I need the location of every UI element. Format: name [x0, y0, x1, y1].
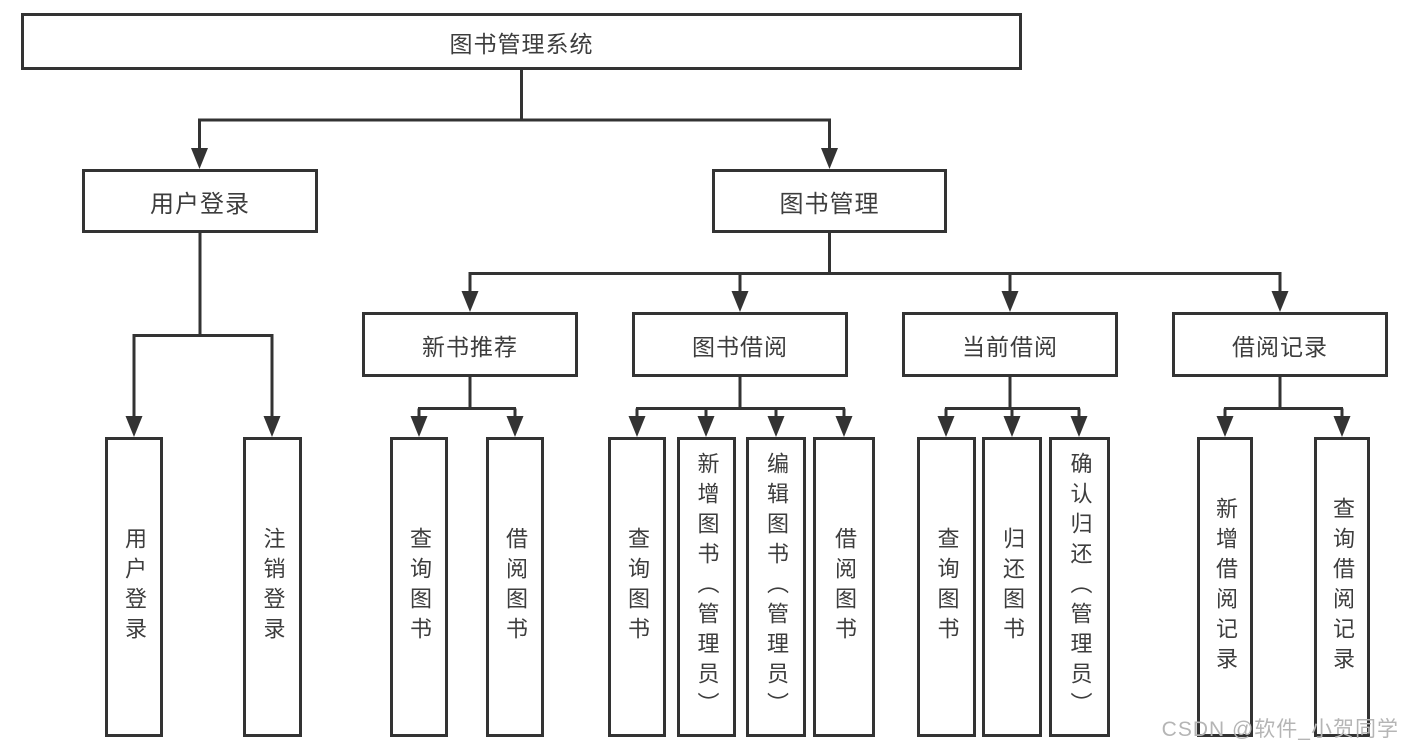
leaf-label: 查询图书: [625, 527, 650, 647]
leaf-add-book-admin: 新增图书（管理员）: [677, 437, 736, 737]
leaf-confirm-return-admin: 确认归还（管理员）: [1049, 437, 1110, 737]
leaf-label: 借阅图书: [503, 527, 528, 647]
leaf-label: 编辑图书（管理员）: [764, 452, 789, 722]
node-book-management: 图书管理: [712, 169, 947, 233]
leaf-label: 新增图书（管理员）: [694, 452, 720, 722]
leaf-label: 借阅图书: [832, 527, 857, 647]
leaf-return-book: 归还图书: [982, 437, 1042, 737]
leaf-label: 查询借阅记录: [1330, 497, 1355, 677]
leaf-add-borrow-record: 新增借阅记录: [1197, 437, 1253, 737]
leaf-label: 确认归还（管理员）: [1067, 452, 1093, 722]
node-library-management-system: 图书管理系统: [21, 13, 1022, 70]
leaf-label: 查询图书: [407, 527, 432, 647]
leaf-query-books-current: 查询图书: [917, 437, 976, 737]
node-new-book-recommendation: 新书推荐: [362, 312, 578, 377]
leaf-label: 归还图书: [1000, 527, 1025, 647]
leaf-label: 查询图书: [934, 527, 960, 647]
leaf-borrow-books-newbook: 借阅图书: [486, 437, 544, 737]
node-current-borrowing: 当前借阅: [902, 312, 1118, 377]
leaf-user-login: 用户登录: [105, 437, 163, 737]
leaf-query-books-newbook: 查询图书: [390, 437, 448, 737]
csdn-watermark: CSDN @软件_小贺同学: [1161, 718, 1399, 741]
node-book-borrowing: 图书借阅: [632, 312, 848, 377]
node-borrowing-records: 借阅记录: [1172, 312, 1388, 377]
leaf-query-borrow-record: 查询借阅记录: [1314, 437, 1370, 737]
leaf-query-books-borrow: 查询图书: [608, 437, 666, 737]
leaf-logout: 注销登录: [243, 437, 302, 737]
leaf-label: 新增借阅记录: [1213, 497, 1238, 677]
leaf-borrow-books: 借阅图书: [813, 437, 875, 737]
leaf-label: 注销登录: [260, 527, 286, 647]
node-user-login: 用户登录: [82, 169, 318, 233]
leaf-label: 用户登录: [122, 527, 147, 647]
leaf-edit-book-admin: 编辑图书（管理员）: [746, 437, 806, 737]
